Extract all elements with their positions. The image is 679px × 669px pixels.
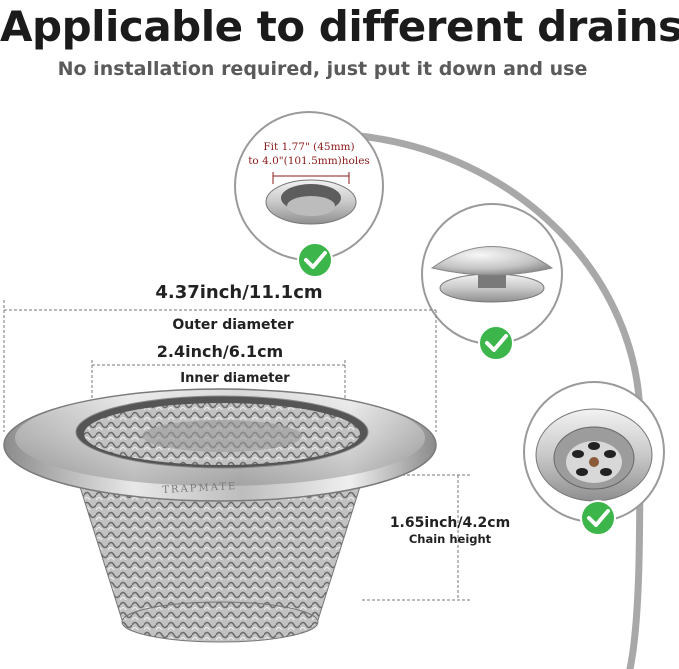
page-subtitle: No installation required, just put it do…: [57, 58, 588, 80]
outer-diameter-label: Outer diameter: [172, 317, 293, 333]
brand-engraving: TRAPMATE: [162, 481, 238, 496]
check-icon: [478, 325, 514, 361]
strainer-top-callout: [523, 381, 665, 536]
chain-height-value: 1.65inch/4.2cm: [390, 515, 510, 531]
dimension-guides: [3, 300, 470, 601]
check-icon: [297, 242, 333, 278]
drain-fit-line2: to 4.0"(101.5mm)holes: [248, 155, 370, 167]
inner-diameter-label: Inner diameter: [180, 371, 290, 386]
check-icon: [580, 500, 616, 536]
sink-strainer: TRAPMATE: [3, 388, 437, 643]
drain-hole-callout: Fit 1.77" (45mm) to 4.0"(101.5mm)holes: [234, 111, 384, 278]
popup-stopper-callout: [421, 203, 563, 361]
outer-diameter-value: 4.37inch/11.1cm: [155, 282, 322, 303]
chain-height-label: Chain height: [409, 532, 492, 546]
page-title: Applicable to different drains: [0, 2, 679, 51]
inner-diameter-value: 2.4inch/6.1cm: [157, 342, 283, 361]
drain-fit-line1: Fit 1.77" (45mm): [263, 141, 354, 153]
connector-arc: [346, 131, 644, 669]
